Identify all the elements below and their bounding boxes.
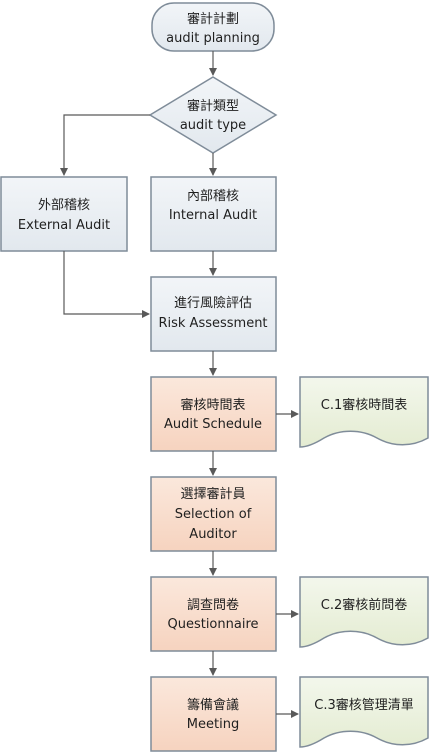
decision-node: 審計類型 audit type [148, 76, 278, 154]
risk-assessment-label-zh: 進行風險評估 [174, 296, 252, 311]
start-label-zh: 審計計劃 [187, 11, 239, 27]
internal-audit-label-zh: 內部稽核 [187, 189, 239, 204]
meeting-shape [150, 676, 277, 752]
selection-of-auditor-label-en-2: Auditor [189, 527, 237, 542]
external-audit-node: 外部稽核 External Audit [0, 176, 128, 252]
arrow-external-to-risk [63, 251, 150, 318]
document-c2-shape [299, 576, 429, 648]
selection-of-auditor-label-en-1: Selection of [175, 507, 252, 522]
document-c1: C.1審核時間表 [299, 376, 429, 448]
selection-of-auditor-shape [150, 476, 277, 552]
selection-of-auditor-label-zh: 選擇審計員 [180, 486, 245, 502]
risk-assessment-node: 進行風險評估 Risk Assessment [150, 276, 277, 352]
internal-audit-node: 內部稽核 Internal Audit [150, 176, 277, 252]
decision-label-en: audit type [180, 118, 246, 133]
questionnaire-node: 調查問卷 Questionnaire [150, 576, 277, 652]
start-label-en: audit planning [166, 31, 260, 46]
external-audit-label-en: External Audit [18, 218, 110, 233]
document-c3: C.3審核管理清單 [299, 676, 429, 748]
audit-schedule-label-en: Audit Schedule [164, 417, 262, 432]
meeting-label-zh: 籌備會議 [187, 697, 239, 713]
risk-assessment-shape [150, 276, 277, 352]
internal-audit-label-en: Internal Audit [169, 208, 257, 223]
document-c3-label: C.3審核管理清單 [314, 698, 413, 713]
risk-assessment-label-en: Risk Assessment [158, 316, 267, 331]
document-c2-label: C.2審核前問卷 [321, 597, 407, 613]
connectors [60, 51, 299, 718]
meeting-node: 籌備會議 Meeting [150, 676, 277, 752]
external-audit-shape [0, 176, 128, 252]
questionnaire-shape [150, 576, 277, 652]
document-c3-shape [299, 676, 429, 748]
selection-of-auditor-node: 選擇審計員 Selection of Auditor [150, 476, 277, 552]
arrow-decision-to-external [60, 114, 150, 176]
document-c1-label: C.1審核時間表 [321, 398, 407, 413]
external-audit-label-zh: 外部稽核 [38, 198, 90, 213]
decision-shape [148, 76, 278, 154]
document-c2: C.2審核前問卷 [299, 576, 429, 648]
questionnaire-label-en: Questionnaire [167, 617, 258, 632]
decision-label-zh: 審計類型 [187, 98, 239, 114]
audit-schedule-shape [150, 376, 277, 452]
audit-schedule-node: 審核時間表 Audit Schedule [150, 376, 277, 452]
audit-schedule-label-zh: 審核時間表 [180, 398, 245, 413]
internal-audit-shape [150, 176, 277, 252]
start-node: 審計計劃 audit planning [151, 2, 275, 52]
document-c1-shape [299, 376, 429, 448]
questionnaire-label-zh: 調查問卷 [187, 597, 239, 613]
meeting-label-en: Meeting [187, 717, 239, 732]
